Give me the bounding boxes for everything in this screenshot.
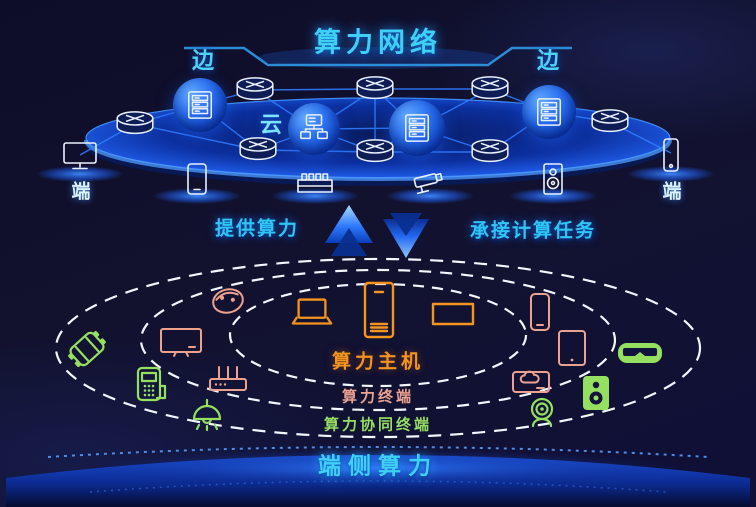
bottom-stage-platform [6, 446, 750, 507]
desktop-monitor-icon [61, 140, 99, 172]
server-icon [534, 96, 564, 128]
speaker-icon [540, 162, 566, 196]
cloud-label: 云 [259, 113, 283, 138]
edge-server-node-left [173, 78, 227, 132]
smart-speaker-icon [581, 374, 611, 412]
device-side-compute-label: 端侧算力 [318, 453, 438, 480]
edge-label-right: 边 [536, 49, 560, 74]
router-icon [587, 107, 633, 137]
terminal-label-right: 端 [662, 180, 682, 203]
edge-server-node-right [522, 85, 576, 139]
router-icon [235, 135, 281, 165]
up-arrow-icon [325, 205, 373, 256]
display-icon [430, 301, 476, 327]
router-icon [352, 137, 398, 167]
smartphone-icon [527, 292, 553, 332]
tablet-icon [556, 329, 588, 367]
page-title: 算力网络 [314, 27, 442, 59]
provide-compute-label: 提供算力 [214, 217, 300, 240]
title-banner-line [184, 46, 572, 69]
vr-headset-icon [616, 339, 664, 367]
cloud-switch-node [288, 103, 340, 155]
router-icon [232, 75, 278, 105]
undertake-tasks-label: 承接计算任务 [469, 219, 597, 242]
tablet-icon [184, 162, 210, 196]
terminal-discs [36, 166, 715, 204]
door-intercom-icon [135, 366, 169, 404]
edge-label-left: 边 [191, 49, 215, 74]
laptop-icon [290, 296, 334, 328]
server-icon [402, 112, 432, 144]
smart-lamp-icon [188, 398, 226, 434]
network-topology-icon [297, 113, 331, 145]
router-icon [112, 109, 158, 139]
terminal-ring [139, 268, 617, 412]
wifi-router-icon [207, 363, 249, 393]
smartphone-icon [660, 137, 682, 173]
collaborative-ring-label: 算力协同终端 [323, 415, 433, 434]
tv-icon [159, 326, 203, 358]
factory-icon [295, 170, 335, 196]
router-icon [467, 137, 513, 167]
cloud-storage-drive-icon [510, 367, 552, 397]
terminal-label-left: 端 [71, 180, 91, 203]
core-server-node [389, 100, 445, 156]
host-ring-label: 算力主机 [331, 350, 425, 373]
robot-vacuum-icon [210, 286, 246, 316]
webcam-icon [525, 396, 559, 430]
router-icon [467, 74, 513, 104]
pc-tower-icon [358, 281, 400, 339]
router-icon [352, 74, 398, 104]
down-arrow-icon [383, 213, 429, 258]
server-icon [185, 89, 215, 121]
smart-car-icon [65, 330, 109, 368]
collaborative-ring [54, 257, 702, 439]
cctv-camera-icon [410, 167, 450, 195]
terminal-ring-label: 算力终端 [341, 387, 415, 406]
